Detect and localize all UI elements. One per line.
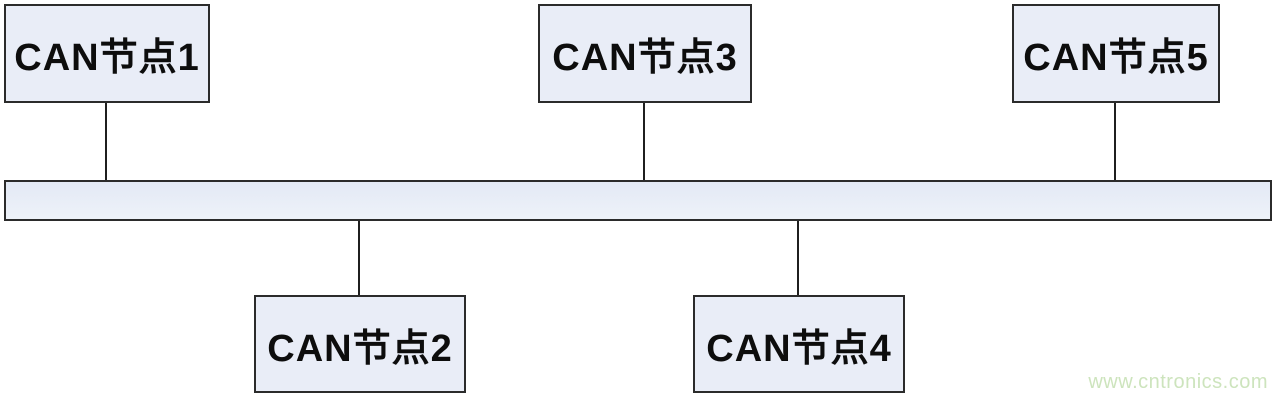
node-can-5-label: CAN节点5	[1023, 37, 1209, 79]
node-can-2-label: CAN节点2	[267, 327, 453, 370]
connector-bus-node2	[358, 221, 360, 295]
node-can-3: CAN节点3	[538, 4, 752, 103]
connector-node1-bus	[105, 103, 107, 180]
can-bus-bar	[4, 180, 1272, 221]
connector-bus-node4	[797, 221, 799, 295]
watermark-text: www.cntronics.com	[1088, 371, 1268, 393]
node-can-4-label: CAN节点4	[706, 327, 892, 370]
node-can-2: CAN节点2	[254, 295, 466, 393]
node-can-5: CAN节点5	[1012, 4, 1220, 103]
connector-node5-bus	[1114, 103, 1116, 180]
connector-node3-bus	[643, 103, 645, 180]
node-can-1-label: CAN节点1	[14, 37, 200, 79]
node-can-4: CAN节点4	[693, 295, 905, 393]
node-can-3-label: CAN节点3	[552, 37, 738, 79]
node-can-1: CAN节点1	[4, 4, 210, 103]
